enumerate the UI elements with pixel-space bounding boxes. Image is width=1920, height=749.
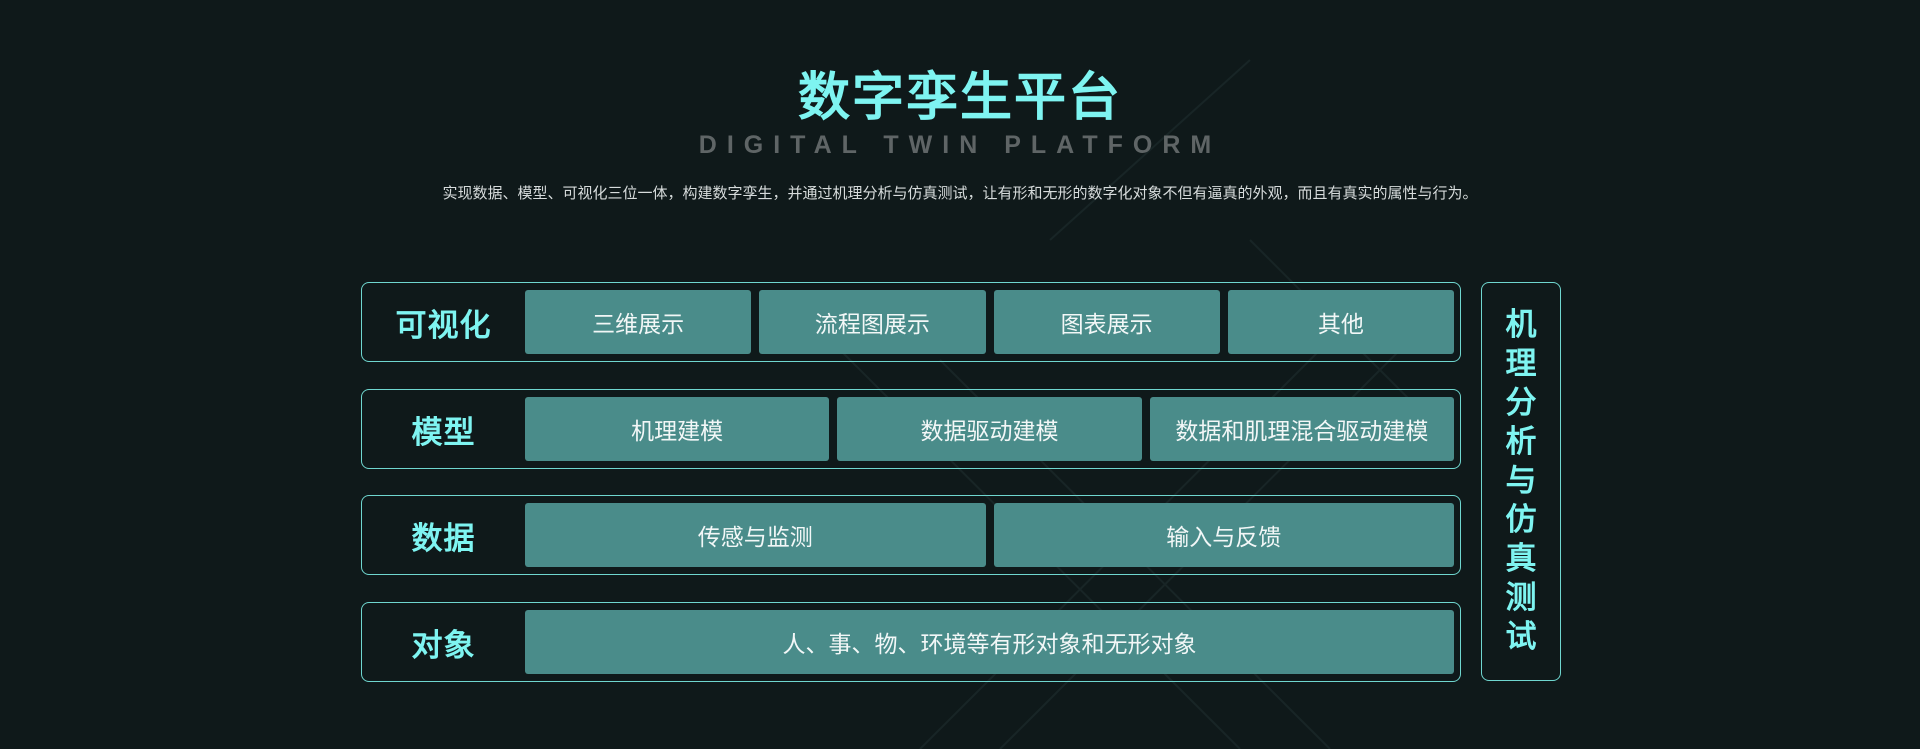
item-sensing-monitoring[interactable]: 传感与监测 <box>525 503 986 567</box>
layer-visualization: 可视化 三维展示 流程图展示 图表展示 其他 <box>361 282 1461 362</box>
page-subtitle: DIGITAL TWIN PLATFORM <box>698 131 1222 159</box>
layer-label: 数据 <box>411 520 476 557</box>
layer-model: 模型 机理建模 数据驱动建模 数据和肌理混合驱动建模 <box>361 389 1461 469</box>
item-flowchart-display[interactable]: 流程图展示 <box>759 290 986 354</box>
page-title: 数字孪生平台 <box>797 68 1122 128</box>
item-input-feedback[interactable]: 输入与反馈 <box>993 503 1454 567</box>
layer-items: 人、事、物、环境等有形对象和无形对象 <box>525 610 1460 674</box>
item-3d-display[interactable]: 三维展示 <box>525 290 752 354</box>
layer-label: 对象 <box>411 627 476 664</box>
side-char: 机 <box>1505 307 1537 343</box>
layer-data: 数据 传感与监测 输入与反馈 <box>361 495 1461 575</box>
side-panel-mechanism-analysis-simulation[interactable]: 机 理 分 析 与 仿 真 测 试 <box>1481 282 1561 681</box>
item-hybrid-modeling[interactable]: 数据和肌理混合驱动建模 <box>1149 397 1454 461</box>
layer-object: 对象 人、事、物、环境等有形对象和无形对象 <box>361 602 1461 682</box>
item-mechanism-modeling[interactable]: 机理建模 <box>525 397 830 461</box>
side-char: 析 <box>1505 424 1537 460</box>
item-chart-display[interactable]: 图表展示 <box>993 290 1220 354</box>
layer-label: 模型 <box>411 414 476 451</box>
layer-items: 机理建模 数据驱动建模 数据和肌理混合驱动建模 <box>525 397 1460 461</box>
item-other[interactable]: 其他 <box>1227 290 1454 354</box>
side-char: 理 <box>1505 346 1537 382</box>
item-data-driven-modeling[interactable]: 数据驱动建模 <box>837 397 1142 461</box>
side-char: 仿 <box>1505 502 1537 538</box>
side-char: 真 <box>1505 541 1537 577</box>
side-char: 测 <box>1505 580 1537 616</box>
side-char: 与 <box>1505 463 1537 499</box>
layer-items: 传感与监测 输入与反馈 <box>525 503 1460 567</box>
side-char: 分 <box>1505 385 1537 421</box>
side-char: 试 <box>1505 619 1537 655</box>
layer-items: 三维展示 流程图展示 图表展示 其他 <box>525 290 1460 354</box>
page-description: 实现数据、模型、可视化三位一体，构建数字孪生，并通过机理分析与仿真测试，让有形和… <box>442 184 1478 202</box>
layer-label: 可视化 <box>395 307 492 344</box>
item-objects[interactable]: 人、事、物、环境等有形对象和无形对象 <box>525 610 1454 674</box>
